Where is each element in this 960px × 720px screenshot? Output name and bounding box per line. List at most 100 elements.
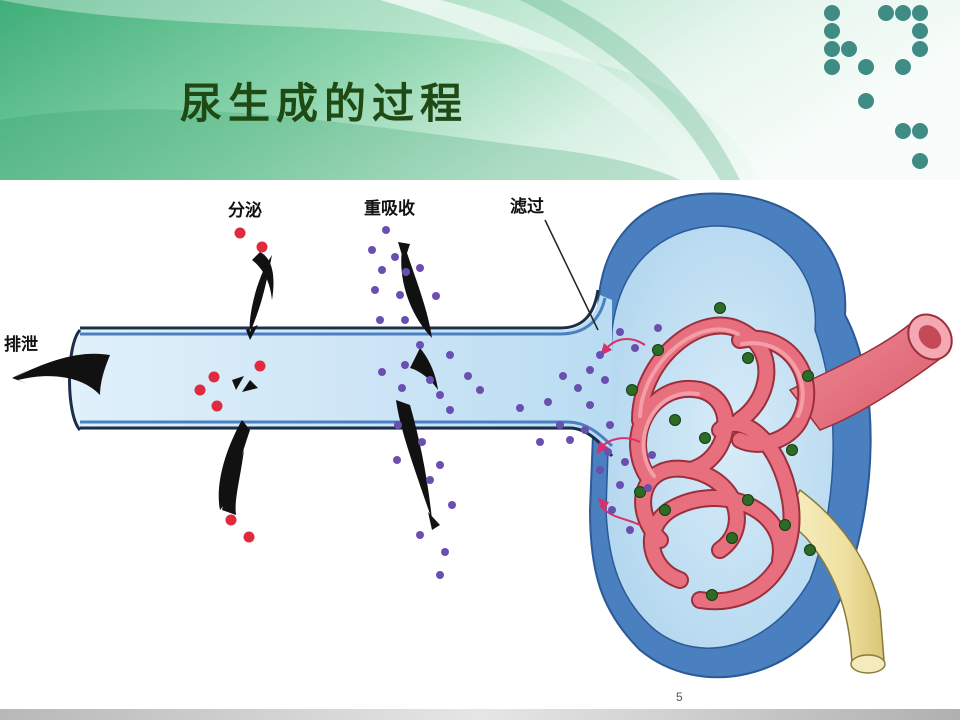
decorative-dot bbox=[878, 5, 894, 21]
decorative-dot bbox=[912, 123, 928, 139]
blood-cell bbox=[634, 486, 646, 498]
filtration-leader-line bbox=[544, 219, 599, 331]
blood-cell bbox=[779, 519, 791, 531]
reabsorbed-particle bbox=[536, 438, 544, 446]
decorative-dot bbox=[824, 23, 840, 39]
secreted-particle bbox=[234, 227, 246, 239]
reabsorbed-particle bbox=[416, 531, 424, 539]
reabsorbed-particle bbox=[441, 548, 449, 556]
reabsorbed-particle bbox=[581, 426, 589, 434]
blood-cell bbox=[742, 494, 754, 506]
reabsorbed-particle bbox=[556, 421, 564, 429]
header-banner: 尿生成的过程 bbox=[0, 0, 960, 180]
label-reabsorption: 重吸收 bbox=[364, 199, 415, 219]
secreted-particle bbox=[194, 384, 206, 396]
reabsorbed-particle bbox=[476, 386, 484, 394]
reabsorbed-particle bbox=[416, 264, 424, 272]
reabsorbed-particle bbox=[446, 351, 454, 359]
reabsorbed-particle bbox=[626, 526, 634, 534]
reabsorbed-particle bbox=[574, 384, 582, 392]
secreted-particle bbox=[208, 371, 220, 383]
reabsorbed-particle bbox=[402, 268, 410, 276]
reabsorbed-particle bbox=[436, 571, 444, 579]
secreted-particle bbox=[225, 514, 237, 526]
reabsorbed-particle bbox=[586, 401, 594, 409]
reabsorbed-particle bbox=[368, 246, 376, 254]
reabsorbed-particle bbox=[401, 316, 409, 324]
reabsorbed-particle bbox=[616, 481, 624, 489]
reabsorbed-particle bbox=[382, 226, 390, 234]
decorative-dot bbox=[841, 41, 857, 57]
blood-cell bbox=[706, 589, 718, 601]
reabsorbed-particle bbox=[446, 406, 454, 414]
secretion-arrow-lower bbox=[218, 420, 250, 510]
decorative-dot bbox=[912, 5, 928, 21]
reabsorbed-particle bbox=[401, 361, 409, 369]
decorative-dot bbox=[912, 41, 928, 57]
reabsorbed-particle bbox=[436, 461, 444, 469]
reabsorbed-particle bbox=[566, 436, 574, 444]
blood-cell bbox=[652, 344, 664, 356]
reabsorbed-particle bbox=[604, 448, 612, 456]
dot-pattern bbox=[824, 5, 928, 169]
excretion-arrow bbox=[12, 353, 110, 395]
renal-tubule bbox=[68, 289, 614, 457]
label-secretion: 分泌 bbox=[228, 201, 262, 221]
page-title: 尿生成的过程 bbox=[180, 79, 469, 128]
blood-cell bbox=[714, 302, 726, 314]
reabsorbed-particle bbox=[516, 404, 524, 412]
blood-cell bbox=[802, 370, 814, 382]
page-number: 5 bbox=[676, 690, 683, 704]
particles bbox=[194, 226, 662, 579]
blood-cell bbox=[742, 352, 754, 364]
label-excretion: 排泄 bbox=[4, 335, 38, 355]
reabsorbed-particle bbox=[596, 466, 604, 474]
reabsorbed-particle bbox=[448, 501, 456, 509]
secreted-particle bbox=[211, 400, 223, 412]
reabsorption-arrow-lower bbox=[396, 400, 432, 520]
nephron-diagram: 分泌 重吸收 滤过 排泄 bbox=[0, 180, 960, 695]
blood-cell bbox=[786, 444, 798, 456]
reabsorbed-particle bbox=[644, 484, 652, 492]
decorative-dot bbox=[824, 59, 840, 75]
decorative-dot bbox=[912, 153, 928, 169]
reabsorbed-particle bbox=[464, 372, 472, 380]
reabsorbed-particle bbox=[654, 324, 662, 332]
reabsorbed-particle bbox=[394, 421, 402, 429]
reabsorbed-particle bbox=[596, 351, 604, 359]
reabsorbed-particle bbox=[393, 456, 401, 464]
blood-cell bbox=[626, 384, 638, 396]
header-background bbox=[0, 0, 960, 180]
reabsorption-arrow-upper bbox=[401, 250, 432, 338]
decorative-dot bbox=[824, 5, 840, 21]
reabsorbed-particle bbox=[606, 421, 614, 429]
nephron-illustration bbox=[12, 192, 953, 679]
reabsorbed-particle bbox=[544, 398, 552, 406]
secreted-particle bbox=[256, 241, 268, 253]
reabsorbed-particle bbox=[396, 291, 404, 299]
reabsorbed-particle bbox=[436, 391, 444, 399]
reabsorbed-particle bbox=[601, 376, 609, 384]
decorative-dot bbox=[895, 123, 911, 139]
reabsorbed-particle bbox=[391, 253, 399, 261]
reabsorbed-particle bbox=[416, 341, 424, 349]
reabsorbed-particle bbox=[371, 286, 379, 294]
blood-cell bbox=[804, 544, 816, 556]
label-filtration: 滤过 bbox=[510, 197, 544, 217]
reabsorbed-particle bbox=[378, 266, 386, 274]
footer-bar bbox=[0, 709, 960, 720]
reabsorbed-particle bbox=[648, 451, 656, 459]
blood-cells bbox=[626, 302, 816, 601]
secreted-particle bbox=[243, 531, 255, 543]
reabsorbed-particle bbox=[376, 316, 384, 324]
reabsorbed-particle bbox=[608, 506, 616, 514]
reabsorbed-particle bbox=[378, 368, 386, 376]
decorative-dot bbox=[895, 5, 911, 21]
blood-cell bbox=[669, 414, 681, 426]
decorative-dot bbox=[895, 59, 911, 75]
blood-cell bbox=[699, 432, 711, 444]
reabsorbed-particle bbox=[559, 372, 567, 380]
decorative-dot bbox=[858, 59, 874, 75]
reabsorbed-particle bbox=[398, 384, 406, 392]
decorative-dot bbox=[824, 41, 840, 57]
